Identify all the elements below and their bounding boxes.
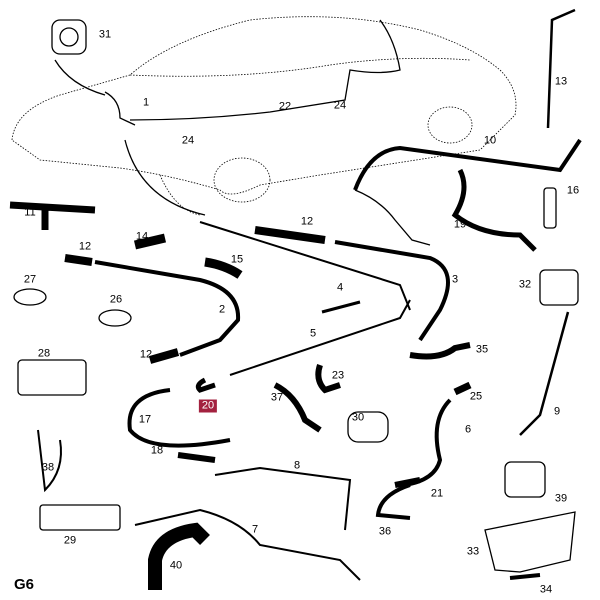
pointer-arrow (124, 139, 206, 216)
pointer-arrow (54, 59, 106, 96)
part-37-hose (273, 382, 322, 433)
part-label-17[interactable]: 17 (138, 413, 152, 426)
part-6-hose (404, 398, 452, 487)
part-label-12[interactable]: 12 (139, 348, 153, 361)
part-label-29[interactable]: 29 (63, 534, 77, 547)
part-22-hose (129, 19, 401, 121)
part-29-clip (39, 504, 121, 531)
part-34-bolt (509, 573, 541, 580)
part-7-pipe (134, 508, 361, 581)
car-outline (11, 16, 517, 216)
part-label-14[interactable]: 14 (135, 230, 149, 243)
part-label-25[interactable]: 25 (469, 390, 483, 403)
part-label-40[interactable]: 40 (169, 559, 183, 572)
part-label-38[interactable]: 38 (41, 461, 55, 474)
part-38-strap (37, 429, 62, 493)
part-23-hose (315, 364, 341, 394)
part-25-hose (453, 381, 472, 396)
part-label-1[interactable]: 1 (142, 96, 150, 109)
part-label-26[interactable]: 26 (109, 293, 123, 306)
part-32-clip (539, 269, 579, 306)
part-8-pipe (214, 466, 352, 531)
part-label-27[interactable]: 27 (23, 273, 37, 286)
part-20-elbow (195, 377, 216, 393)
part-label-4[interactable]: 4 (336, 281, 344, 294)
part-9-rod (519, 311, 570, 436)
part-12-hose (254, 226, 326, 244)
part-label-5[interactable]: 5 (309, 327, 317, 340)
part-label-39[interactable]: 39 (554, 492, 568, 505)
part-label-32[interactable]: 32 (518, 278, 532, 291)
part-label-11[interactable]: 11 (24, 206, 36, 219)
part-31-grommet (51, 19, 87, 55)
part-label-36[interactable]: 36 (378, 525, 392, 538)
part-label-13[interactable]: 13 (554, 75, 568, 88)
part-label-34[interactable]: 34 (539, 583, 553, 596)
part-40-hose (148, 522, 210, 590)
part-label-2[interactable]: 2 (218, 303, 226, 316)
part-12-hose (64, 254, 93, 266)
part-label-24[interactable]: 24 (181, 134, 195, 147)
part-18-hose (177, 452, 216, 463)
part-label-30[interactable]: 30 (351, 411, 365, 424)
part-14-hose (133, 233, 167, 250)
part-4-tube (199, 221, 411, 311)
part-19-hose (451, 168, 537, 252)
part-label-31[interactable]: 31 (98, 28, 112, 41)
part-label-24[interactable]: 24 (333, 99, 347, 112)
part-label-8[interactable]: 8 (293, 459, 301, 472)
part-35-hose (409, 342, 471, 360)
part-label-15[interactable]: 15 (230, 253, 244, 266)
part-3-hose (334, 240, 450, 342)
part-4-end (321, 300, 361, 314)
part-39-pump (504, 461, 546, 498)
part-13-rod (546, 8, 576, 129)
part-label-12[interactable]: 12 (78, 240, 92, 253)
part-28-bracket (17, 359, 87, 396)
part-label-16[interactable]: 16 (566, 184, 580, 197)
part-label-23[interactable]: 23 (331, 369, 345, 382)
part-label-3[interactable]: 3 (451, 273, 459, 286)
part-label-6[interactable]: 6 (464, 423, 472, 436)
part-label-37[interactable]: 37 (270, 391, 284, 404)
part-12-hose (148, 348, 180, 364)
part-10-hose (353, 138, 582, 191)
part-label-33[interactable]: 33 (466, 545, 480, 558)
part-26-clamp (98, 309, 132, 327)
part-5-rod (229, 299, 411, 376)
part-label-19[interactable]: 19 (453, 218, 467, 231)
part-30-clip (347, 411, 389, 443)
part-label-35[interactable]: 35 (475, 343, 489, 356)
diagram-title: G6 (14, 576, 35, 593)
part-15-hose (204, 257, 243, 279)
part-label-28[interactable]: 28 (37, 347, 51, 360)
part-label-22[interactable]: 22 (278, 100, 292, 113)
part-label-21[interactable]: 21 (430, 487, 444, 500)
part-36-hose (375, 483, 411, 520)
part-label-12[interactable]: 12 (300, 215, 314, 228)
part-11-tpiece (9, 201, 96, 230)
part-label-7[interactable]: 7 (251, 523, 259, 536)
part-label-18[interactable]: 18 (150, 444, 164, 457)
part-2-hose (94, 260, 241, 357)
part-21-connector (394, 477, 421, 488)
part-label-20-selected[interactable]: 20 (198, 399, 218, 413)
part-16-nozzle (543, 187, 557, 229)
part-27-clamp (13, 288, 47, 306)
part-33-bracket (484, 511, 576, 573)
part-label-9[interactable]: 9 (553, 405, 561, 418)
part-17-hose (127, 388, 231, 448)
part-label-10[interactable]: 10 (483, 134, 497, 147)
